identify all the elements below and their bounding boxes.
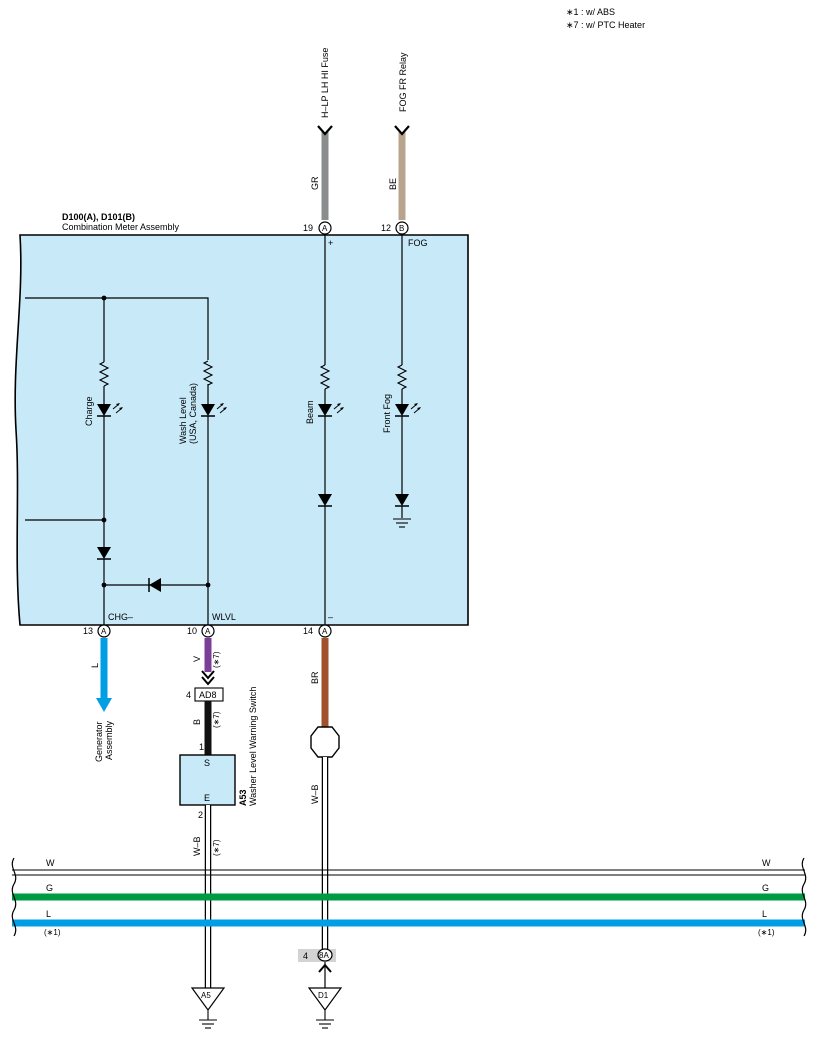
switch-wb-label: W–B — [192, 836, 202, 856]
fog-source-label: FOG FR Relay — [398, 52, 408, 112]
bus-l-note-right: (∗1) — [758, 928, 775, 937]
bus-g: G G — [12, 883, 805, 901]
chg-terminal-label: CHG– — [108, 612, 133, 622]
generator-branch: L Generator Assembly — [90, 638, 114, 762]
pin-10: 10 A — [187, 624, 215, 638]
switch-wb-note: (∗7) — [212, 839, 221, 856]
ground-d1-label: D1 — [318, 991, 329, 1000]
pin-12-conn: B — [399, 224, 404, 233]
switch-name: Washer Level Warning Switch — [248, 687, 258, 806]
hlp-source: H–LP LH HI Fuse GR 19 A — [303, 48, 333, 235]
l-wire-label: L — [90, 663, 100, 668]
pin-14: 14 A — [303, 624, 332, 638]
splice-wb-label: W–B — [310, 784, 320, 804]
note-abs: ∗1 : w/ ABS — [566, 7, 616, 17]
v-wire-label: V — [192, 656, 202, 662]
generator-label: Generator — [94, 721, 104, 762]
bus-l-label-right: L — [762, 909, 767, 919]
be-wire-label: BE — [388, 178, 398, 190]
arrow-up-icon — [317, 125, 333, 136]
switch-pin2: 2 — [198, 810, 203, 820]
b-wire-label: B — [192, 719, 202, 725]
pin-10-number: 10 — [187, 626, 197, 636]
pin-14-conn: A — [322, 627, 328, 636]
switch-s-terminal: S — [204, 758, 210, 768]
arrow-up-icon — [394, 125, 410, 136]
wash-level-label: Wash Level — [178, 397, 188, 444]
generator-label-2: Assembly — [104, 720, 114, 760]
ad8-name: AD8 — [199, 690, 217, 700]
br-wire-label: BR — [310, 671, 320, 684]
arrow-down-icon — [96, 698, 112, 712]
wash-diode-icon — [148, 578, 161, 592]
notes: ∗1 : w/ ABS ∗7 : w/ PTC Heater — [566, 6, 645, 32]
meter-id: D100(A), D101(B) — [62, 212, 135, 222]
ad8-pin-number: 4 — [186, 690, 191, 700]
fog-source: FOG FR Relay BE 12 B — [381, 52, 410, 235]
combination-meter-box — [14, 234, 469, 626]
pin-13: 13 A — [83, 624, 111, 638]
front-fog-label: Front Fog — [382, 394, 392, 433]
pin-13-number: 13 — [83, 626, 93, 636]
switch-e-terminal: E — [204, 793, 210, 803]
ground-icon — [198, 1019, 218, 1029]
connector-8a-name: 8A — [319, 951, 329, 960]
b-wire-note: (∗7) — [212, 711, 221, 728]
pin-19-conn: A — [322, 224, 328, 233]
bus-g-label-left: G — [46, 883, 53, 893]
charge-label: Charge — [84, 396, 94, 426]
wash-level-branch: V (∗7) 4 AD8 B (∗7) 1 — [186, 638, 224, 755]
switch-id: A53 — [238, 789, 248, 806]
bus-break-right — [801, 857, 807, 937]
pin-13-conn: A — [101, 627, 107, 636]
ground-icon — [315, 1019, 335, 1029]
bus-l-label-left: L — [46, 909, 51, 919]
washer-level-switch: S E A53 Washer Level Warning Switch 2 W–… — [179, 687, 258, 988]
note-ptc-heater: ∗7 : w/ PTC Heater — [566, 20, 646, 30]
ground-a5-label: A5 — [201, 991, 211, 1000]
beam-label: Beam — [305, 400, 315, 424]
bus-g-label-right: G — [762, 883, 769, 893]
connector-8a: 4 8A — [298, 948, 336, 988]
ground-branch: BR W–B — [310, 638, 340, 952]
bus-l-note-left: (∗1) — [44, 928, 61, 937]
fog-terminal-label: FOG — [408, 238, 428, 248]
ground-point-d1: D1 — [307, 987, 343, 1029]
plus-terminal-label: + — [328, 238, 333, 248]
bus-w-label-left: W — [46, 858, 55, 868]
minus-terminal-label: – — [328, 612, 333, 622]
bus-w-label-right: W — [762, 858, 771, 868]
hlp-source-label: H–LP LH HI Fuse — [320, 48, 330, 118]
connector-8a-number: 4 — [303, 951, 308, 961]
washer-switch-box — [179, 754, 236, 806]
splice-point — [310, 726, 340, 758]
meter-name: Combination Meter Assembly — [62, 222, 180, 232]
pin-19-number: 19 — [303, 223, 313, 233]
bus-break-left — [11, 857, 17, 937]
wlvl-terminal-label: WLVL — [212, 612, 236, 622]
wash-level-region-label: (USA, Canada) — [188, 383, 198, 444]
switch-pin1: 1 — [199, 742, 204, 752]
v-wire-note: (∗7) — [212, 651, 221, 668]
ground-point-a5: A5 — [190, 987, 226, 1029]
pin-12-number: 12 — [381, 223, 391, 233]
pin-14-number: 14 — [303, 626, 313, 636]
gr-wire-label: GR — [310, 176, 320, 190]
bus-l: L L (∗1) (∗1) — [12, 909, 805, 937]
pin-10-conn: A — [205, 627, 211, 636]
bus-w: W W — [12, 858, 805, 876]
